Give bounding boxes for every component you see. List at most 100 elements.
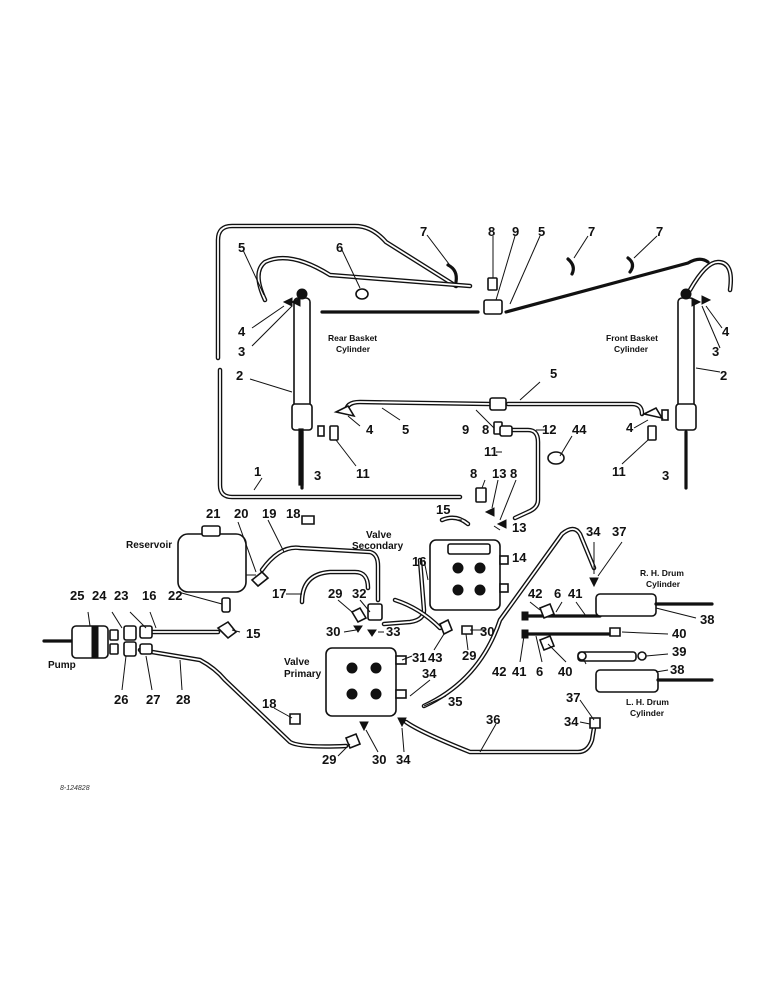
callout-16-pump: 16 [142,588,156,603]
callout-30-bottom: 30 [372,752,386,767]
figure-id: 8-124828 [60,785,90,792]
callout-12: 12 [542,422,556,437]
rh-drum-cylinder-label-2: Cylinder [646,579,681,589]
callout-34-bottom: 34 [396,752,411,767]
callout-3-rear-top: 3 [238,344,245,359]
callout-41-lower: 41 [512,664,526,679]
valve-primary-label-2: Primary [284,669,322,680]
callout-14: 14 [512,550,527,565]
callout-5-top-right: 5 [538,224,545,239]
callout-39: 39 [672,644,686,659]
callout-1: 1 [254,464,261,479]
valve-primary-body [325,647,407,717]
rear-basket-cylinder [291,288,313,490]
callout-33: 33 [386,624,400,639]
callout-4-rear-mid: 4 [366,422,374,437]
lh-drum-cylinder-label-2: Cylinder [630,708,665,718]
callout-31: 31 [412,650,426,665]
front-basket-cylinder-label: Front Basket [606,333,658,343]
callout-11-left: 11 [356,466,370,481]
component-labels: Rear Basket Cylinder Front Basket Cylind… [48,333,684,792]
callout-34-primary: 34 [422,666,437,681]
callout-5-mid-left: 5 [402,422,409,437]
callout-2-rear: 2 [236,368,243,383]
hose-5-front [687,259,733,293]
callout-6-drum: 6 [554,586,561,601]
callout-25: 25 [70,588,84,603]
callout-3-rear-mid: 3 [314,468,321,483]
callout-21: 21 [206,506,220,521]
callout-30-right: 30 [480,624,494,639]
callout-32: 32 [352,586,366,601]
lh-drum-cylinder-label: L. H. Drum [626,697,669,707]
callout-8-lower-left: 8 [470,466,477,481]
reservoir-tank [177,525,256,613]
callout-11-mid: 11 [484,444,498,459]
callout-13-upper: 13 [492,466,506,481]
callout-41-upper: 41 [568,586,582,601]
callout-24: 24 [92,588,107,603]
callout-2-front: 2 [720,368,727,383]
pump-label: Pump [48,660,76,671]
callout-42-lower: 42 [492,664,506,679]
callout-42-upper: 42 [528,586,542,601]
valve-primary-label: Valve [284,657,310,668]
part-callouts: 1 2 2 3 3 3 3 4 4 4 4 5 5 5 5 6 6 6 7 7 … [70,224,730,767]
callout-29-bottom: 29 [322,752,336,767]
callout-27: 27 [146,692,160,707]
callout-40-lower: 40 [558,664,572,679]
hose-16-right [381,557,427,627]
callout-19: 19 [262,506,276,521]
callout-37-lh: 37 [566,690,580,705]
callout-3-front-top: 3 [712,344,719,359]
callout-18-top: 18 [286,506,300,521]
valve-secondary-body [429,539,509,611]
callout-6-drum-lower: 6 [536,664,543,679]
callout-38-lh: 38 [670,662,684,677]
callout-4-rear-top: 4 [238,324,246,339]
callout-9-top: 9 [512,224,519,239]
callout-44: 44 [572,422,587,437]
rh-drum-cylinder [595,593,714,617]
callout-40-upper: 40 [672,626,686,641]
callout-43: 43 [428,650,442,665]
callout-26: 26 [114,692,128,707]
front-basket-cylinder [675,288,697,490]
callout-15-top: 15 [436,502,450,517]
callout-15-pump: 15 [246,626,260,641]
callout-38-rh: 38 [700,612,714,627]
callout-34-rh: 34 [586,524,601,539]
callout-35: 35 [448,694,462,709]
callout-16-valve: 16 [412,554,426,569]
callout-36: 36 [486,712,500,727]
callout-34-lh: 34 [564,714,579,729]
callout-29-right: 29 [462,648,476,663]
callout-4-front-top: 4 [722,324,730,339]
rear-basket-cylinder-label: Rear Basket [328,333,377,343]
callout-11-right: 11 [612,464,626,479]
callout-13-lower: 13 [512,520,526,535]
callout-7-right: 7 [656,224,663,239]
part-39-rod [577,651,647,662]
callout-17: 17 [272,586,286,601]
callout-18-bottom: 18 [262,696,276,711]
callout-7-left: 7 [420,224,427,239]
callout-4-front-mid: 4 [626,420,634,435]
callout-20: 20 [234,506,248,521]
callout-28: 28 [176,692,190,707]
valve-secondary-label: Valve [366,530,392,541]
callout-8-mid: 8 [482,422,489,437]
callout-30-left: 30 [326,624,340,639]
callout-6-top: 6 [336,240,343,255]
rh-drum-cylinder-label: R. H. Drum [640,568,684,578]
callout-7-mid: 7 [588,224,595,239]
front-basket-cylinder-label-2: Cylinder [614,344,649,354]
leader-lines [87,234,723,757]
callout-3-front-mid: 3 [662,468,669,483]
pump-unit [42,625,137,659]
callout-22: 22 [168,588,182,603]
callout-5-mid-right: 5 [550,366,557,381]
valve-secondary-label-2: Secondary [352,541,404,552]
lh-drum-cylinder [595,669,714,693]
rear-basket-cylinder-label-2: Cylinder [336,344,371,354]
